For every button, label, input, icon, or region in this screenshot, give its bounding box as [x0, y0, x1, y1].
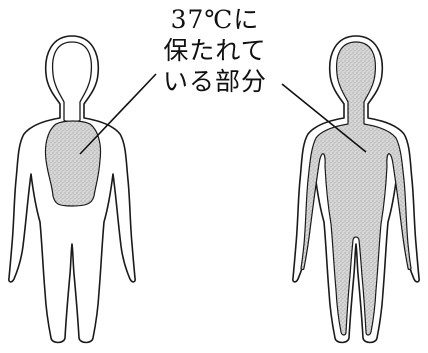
left-body-figure	[9, 36, 135, 343]
label-line-3: いる部分	[150, 66, 280, 97]
core-temperature-label: 37℃に 保たれて いる部分	[150, 4, 280, 97]
label-line-2: 保たれて	[150, 35, 280, 66]
label-line-1: 37℃に	[150, 4, 280, 35]
left-core-region	[45, 121, 100, 206]
right-body-figure	[293, 36, 419, 343]
